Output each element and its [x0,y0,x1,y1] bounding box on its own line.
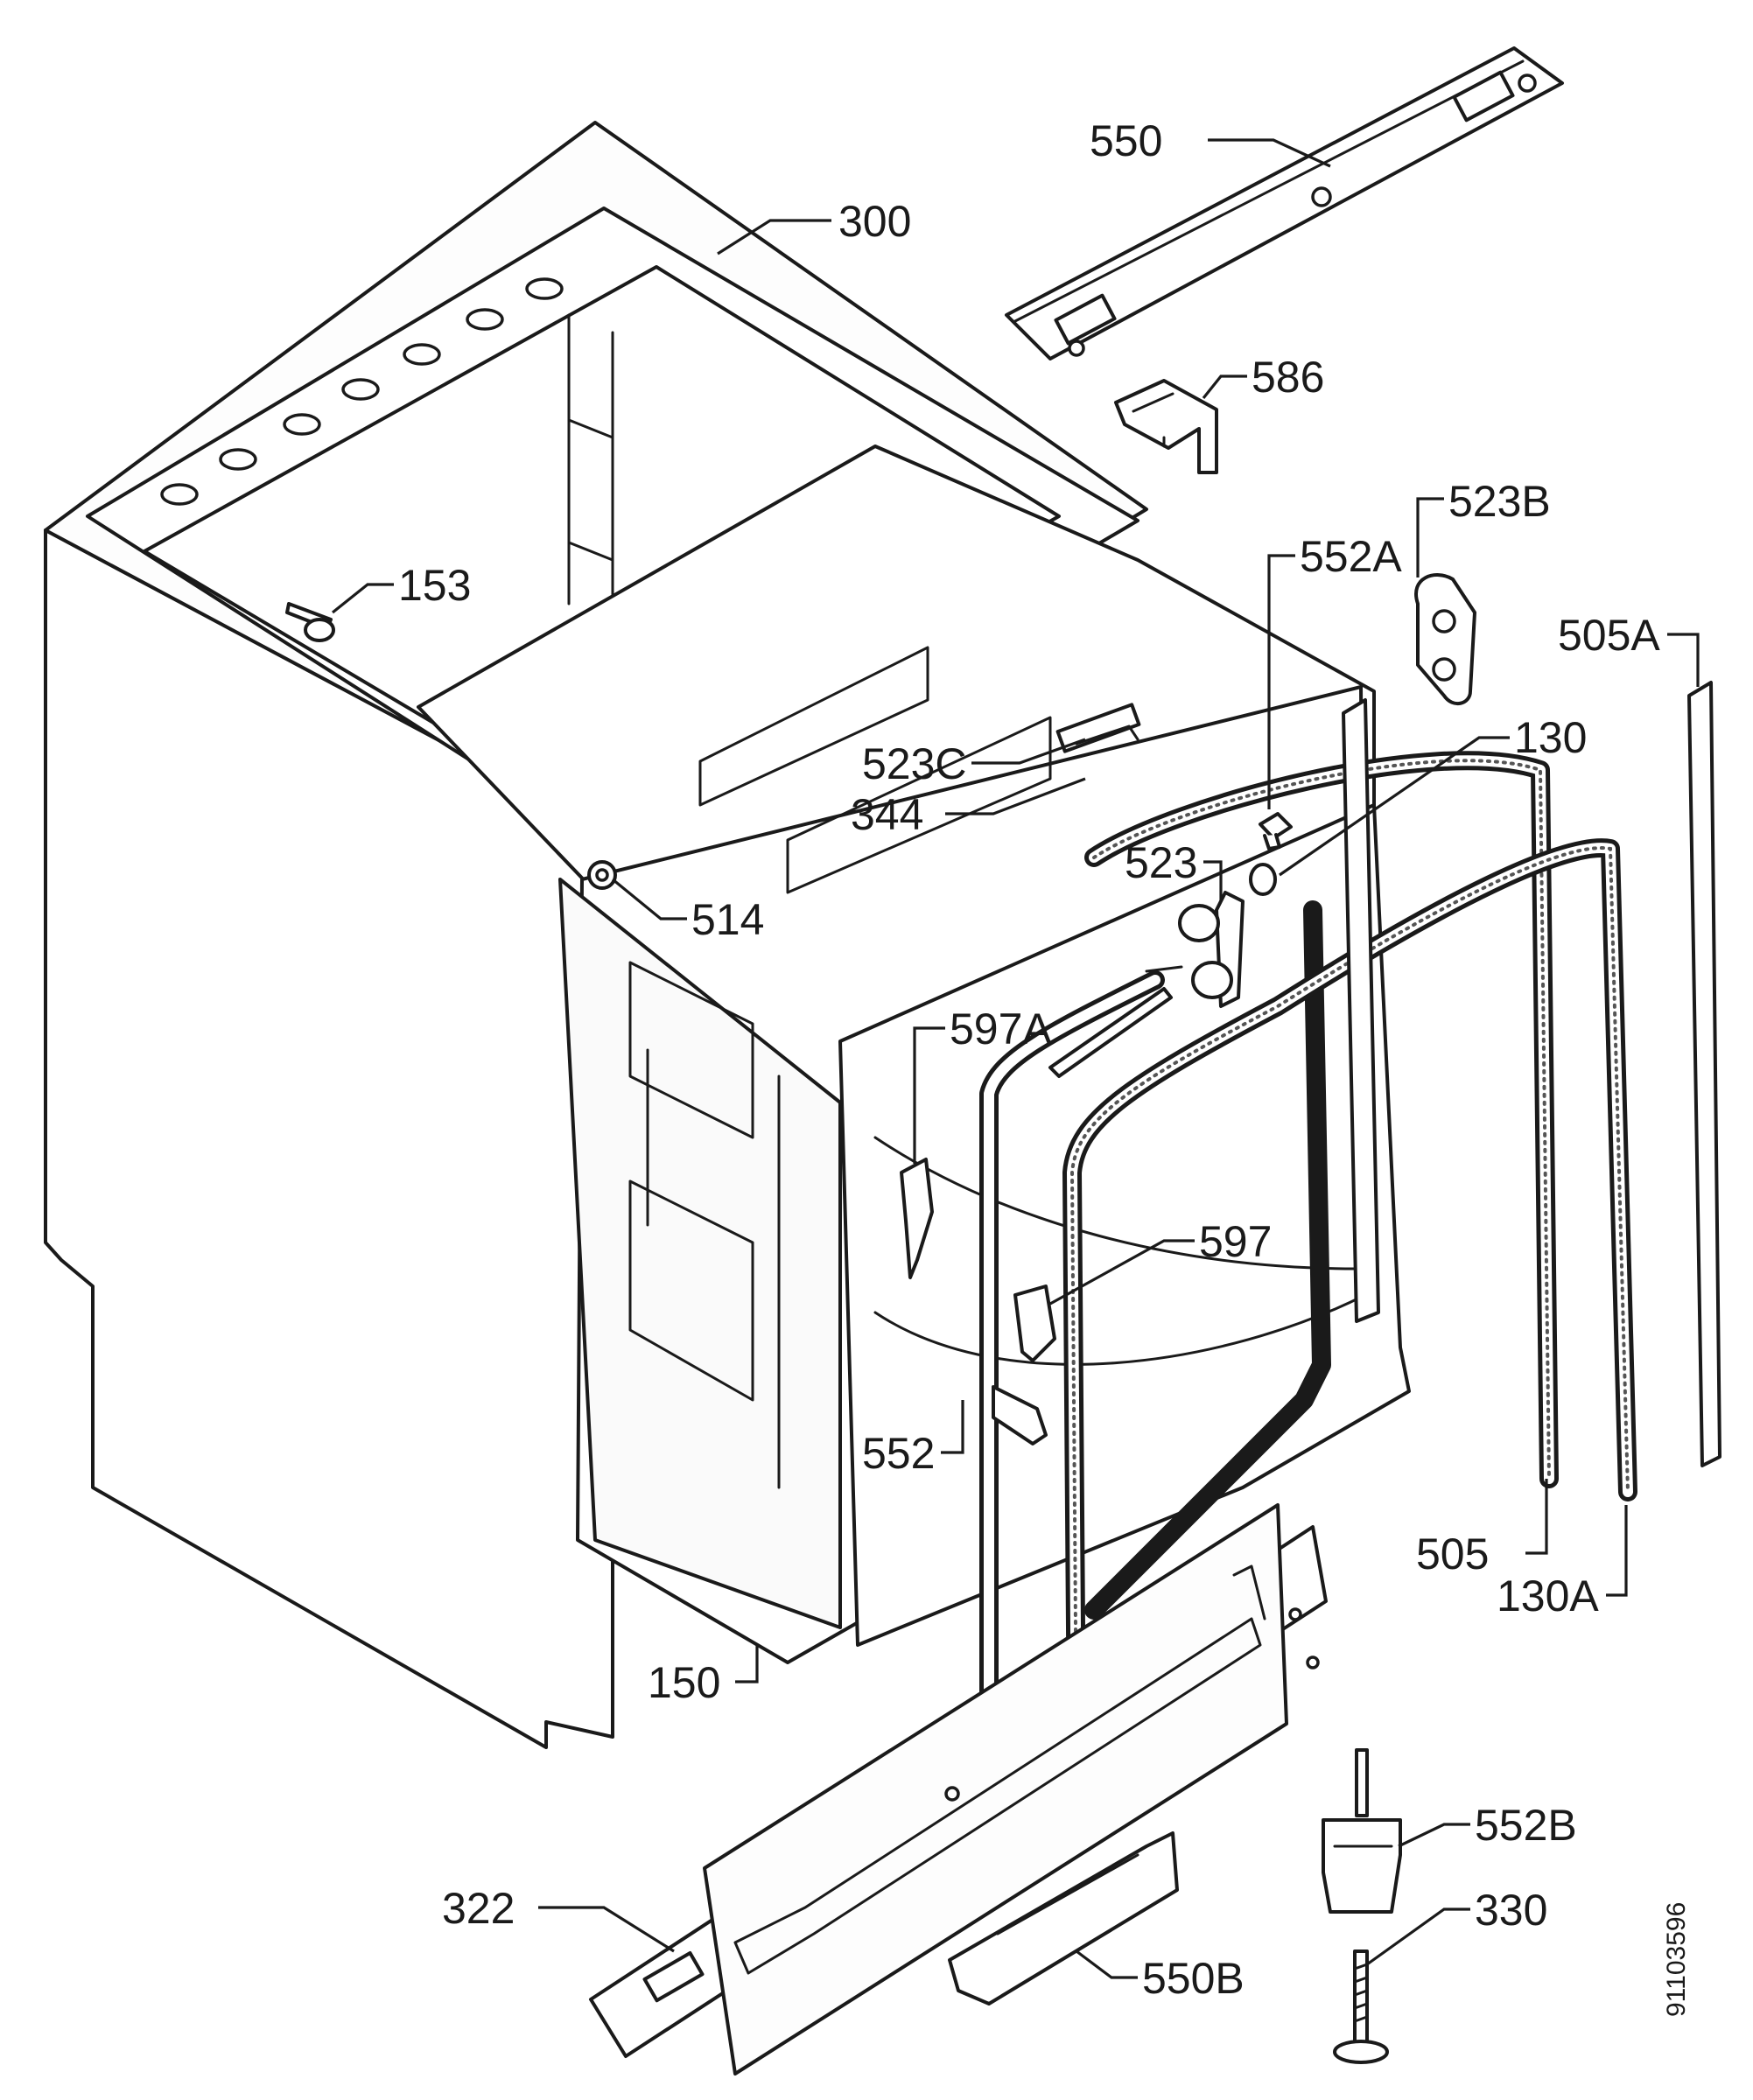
callout-505: 505 [1416,1530,1489,1578]
callout-550B: 550B [1142,1954,1245,2003]
gasket-130 [1084,751,1559,1620]
gasket-130A [1062,838,1637,1751]
callout-597: 597 [1199,1217,1272,1266]
callout-322: 322 [442,1884,515,1933]
callout-586: 586 [1252,353,1324,402]
callout-153: 153 [398,561,471,610]
callout-552: 552 [862,1429,935,1478]
bracket-523B [1414,573,1476,705]
callout-330: 330 [1475,1886,1547,1935]
rail-552 [992,1385,1048,1446]
callout-552A: 552A [1300,532,1402,581]
callout-552B: 552B [1475,1801,1577,1850]
document-number: 91103596 [1662,1902,1691,2017]
callout-597A: 597A [950,1004,1052,1054]
gasket-505 [979,970,1165,1746]
roller-523 [1048,891,1245,1078]
foot-552B [1322,1748,1402,1914]
callout-344: 344 [851,790,923,839]
hinge-523C [1055,703,1141,753]
callout-523B: 523B [1448,477,1551,526]
base-frame-322 [589,1503,1328,2076]
callout-550: 550 [1090,116,1162,165]
screw-330 [1333,1950,1389,2064]
callout-150: 150 [648,1658,720,1707]
callout-130: 130 [1514,713,1587,762]
screw-552A [1259,812,1293,850]
callout-labels: 550 300 586 523B 552A 505A 153 130 523C … [398,116,1660,2003]
clip-550B [948,1831,1179,2006]
ring-130 [1249,863,1277,896]
bracket-550 [1005,46,1564,360]
seal-strip-505A [1687,681,1721,1467]
callout-130A: 130A [1497,1572,1599,1620]
clip-586 [1114,379,1218,474]
nut-514 [587,860,617,890]
callout-505A: 505A [1558,611,1660,660]
latch-597A [900,1158,934,1279]
callout-514: 514 [691,895,764,944]
callout-523C: 523C [862,739,967,788]
latch-597 [1013,1284,1056,1362]
right-rails [1342,698,1380,1323]
stud-153 [285,602,335,642]
callout-300: 300 [838,197,911,246]
callout-523: 523 [1125,838,1197,887]
leader-lines [332,138,1700,1979]
